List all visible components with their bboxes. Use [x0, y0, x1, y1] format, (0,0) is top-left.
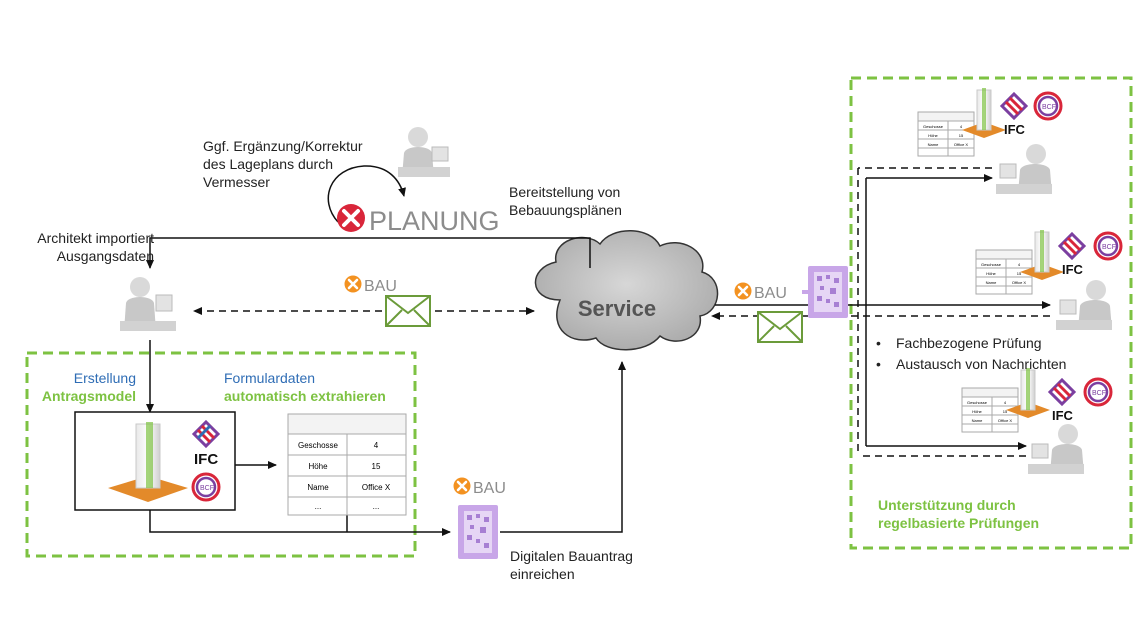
bullet-list: •Fachbezogene Prüfung •Austausch von Nac…	[876, 334, 1066, 373]
bereitstellung-line: Bereitstellung von	[509, 184, 621, 200]
bcf-logo-small-1: BCF	[1033, 91, 1063, 121]
erstellung-text: Erstellung	[73, 370, 136, 386]
pruefung-dashed-box	[849, 76, 1133, 550]
antrag-dashed-box	[25, 351, 417, 558]
mini-cell: 15	[1017, 271, 1022, 276]
building-model-icon-small-1	[962, 88, 1006, 138]
qr-document-icon-bottom	[458, 505, 498, 559]
building-model-icon-small-3	[1006, 368, 1050, 418]
person-icon-pruefer-2	[1056, 280, 1112, 330]
bereitstellung-label: Bereitstellung von Bebauungsplänen	[509, 183, 622, 219]
xbau-logo-text: BAU	[364, 278, 397, 295]
architekt-line: Architekt importiert	[37, 230, 154, 246]
antragsmodel-text: Antragsmodel	[41, 388, 136, 404]
form-cell: 15	[372, 462, 381, 471]
form-table: Geschosse 4 Höhe 15 Name Office X ... ..…	[287, 413, 407, 516]
envelope-icon-left	[385, 295, 431, 327]
mini-cell: Name	[972, 418, 983, 423]
vermesser-note: Ggf. Ergänzung/Korrektur des Lageplans d…	[203, 137, 363, 191]
xbau-logo-text: BAU	[754, 285, 787, 302]
formulardaten-text: Formulardaten	[224, 370, 316, 386]
bcf-logo-text: BCF	[1042, 104, 1056, 111]
envelope-icon-right	[757, 311, 803, 343]
ifc-logo: IFC	[191, 419, 221, 468]
erstellung-label: Erstellung Antragsmodel	[36, 369, 136, 405]
mini-cell: 15	[1003, 409, 1008, 414]
mini-table-1: Geschosse 4 Höhe 15 Name Office X	[917, 111, 975, 157]
architekt-label: Architekt importiert Ausgangsdaten	[14, 229, 154, 265]
formulardaten-label: Formulardaten automatisch extrahieren	[224, 369, 386, 405]
xplanung-logo-text: PLANUNG	[369, 206, 500, 236]
form-cell: Geschosse	[298, 441, 339, 450]
extrahieren-text: automatisch extrahieren	[224, 388, 386, 404]
digitalen-line: Digitalen Bauantrag	[510, 548, 633, 564]
bcf-logo-small-3: BCF	[1083, 377, 1113, 407]
unterstuetzung-line: regelbasierte Prüfungen	[878, 515, 1040, 531]
ifc-logo-text: IFC	[1004, 122, 1026, 137]
ifc-logo-text: IFC	[194, 451, 218, 468]
mini-cell: Name	[986, 280, 997, 285]
xbau-logo-text: BAU	[473, 480, 506, 497]
digitalen-line: einreichen	[510, 566, 575, 582]
bcf-logo: BCF	[191, 472, 221, 502]
vermesser-note-line: Vermesser	[203, 174, 270, 190]
mini-cell: Höhe	[986, 271, 996, 276]
ifc-logo-text: IFC	[1062, 262, 1084, 277]
bcf-logo-small-2: BCF	[1093, 231, 1123, 261]
form-cell: ...	[373, 502, 380, 511]
unterstuetzung-line: Unterstützung durch	[878, 497, 1016, 513]
mini-cell: 4	[1004, 400, 1007, 405]
architekt-line: Ausgangsdaten	[56, 248, 154, 264]
unterstuetzung-label: Unterstützung durch regelbasierte Prüfun…	[878, 496, 1039, 532]
mini-cell: Höhe	[972, 409, 982, 414]
form-cell: 4	[374, 441, 379, 450]
ifc-logo-small-1: IFC	[999, 91, 1029, 137]
ifc-logo-text: IFC	[1052, 408, 1074, 423]
bullet-text: Austausch von Nachrichten	[896, 356, 1067, 372]
person-icon-vermesser	[398, 127, 450, 177]
mini-cell: Office X	[954, 142, 968, 147]
digitalen-label: Digitalen Bauantrag einreichen	[510, 547, 633, 583]
bcf-logo-text: BCF	[1092, 390, 1106, 397]
mini-cell: Office X	[1012, 280, 1026, 285]
person-icon-architekt	[120, 277, 176, 331]
building-model-icon-small-2	[1020, 230, 1064, 280]
qr-document-icon-right	[802, 266, 848, 318]
mini-cell: Geschosse	[967, 400, 988, 405]
bcf-logo-text: BCF	[1102, 244, 1116, 251]
bullet-item: •Fachbezogene Prüfung	[876, 335, 1042, 351]
ifc-logo-small-2: IFC	[1057, 231, 1087, 277]
service-cloud	[534, 230, 719, 351]
vermesser-note-line: des Lageplans durch	[203, 156, 333, 172]
mini-cell: Höhe	[928, 133, 938, 138]
bullet-item: •Austausch von Nachrichten	[876, 356, 1067, 372]
person-icon-pruefer-1	[996, 144, 1052, 194]
bcf-logo-text: BCF	[200, 485, 214, 492]
building-model-icon	[108, 422, 188, 502]
vermesser-note-line: Ggf. Ergänzung/Korrektur	[203, 138, 363, 154]
form-cell: ...	[315, 502, 322, 511]
person-icon-pruefer-3	[1028, 424, 1084, 474]
mini-cell: Geschosse	[981, 262, 1002, 267]
xplanung-logo: PLANUNG	[337, 204, 500, 236]
mini-cell: 15	[959, 133, 964, 138]
mini-cell: Name	[928, 142, 939, 147]
ifc-logo-small-3: IFC	[1047, 377, 1077, 423]
service-label: Service	[578, 296, 656, 321]
xbau-logo-bottom: BAU	[453, 477, 506, 497]
xbau-logo-right: BAU	[734, 282, 787, 302]
mini-cell: Office X	[998, 418, 1012, 423]
mini-cell: 4	[1018, 262, 1021, 267]
xbau-logo-top: BAU	[344, 275, 397, 295]
form-cell: Office X	[362, 483, 391, 492]
form-cell: Name	[307, 483, 329, 492]
form-cell: Höhe	[308, 462, 328, 471]
bereitstellung-line: Bebauungsplänen	[509, 202, 622, 218]
mini-cell: Geschosse	[923, 124, 944, 129]
mini-cell: 4	[960, 124, 963, 129]
bullet-text: Fachbezogene Prüfung	[896, 335, 1042, 351]
